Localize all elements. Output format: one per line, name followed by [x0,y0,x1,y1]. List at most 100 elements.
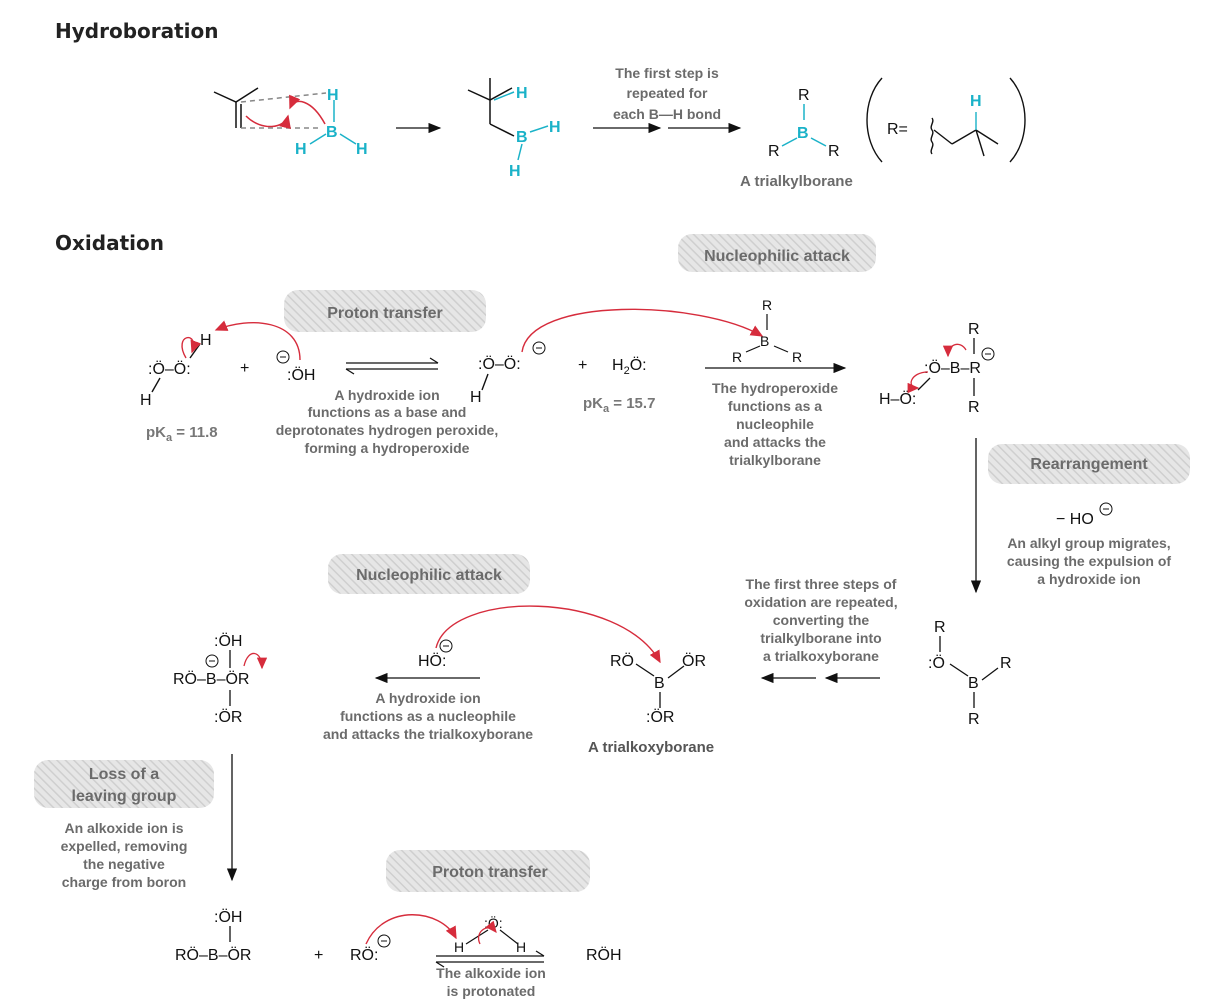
svg-text:+: + [240,360,249,377]
peroxyborate-intermediate: R :Ö–B–R R H–Ö: [879,321,995,416]
badge-nucleophilic-attack-1: Nucleophilic attack [678,234,876,272]
water-reagent: :Ö: H H [454,914,526,955]
svg-text:B: B [654,675,665,692]
svg-text::Ö: :Ö [928,654,945,672]
svg-text::Ö–B–R: :Ö–B–R [924,359,981,377]
svg-text::ÖR: :ÖR [646,708,674,726]
svg-text:H: H [327,87,339,104]
trialkylborane: R B R R [768,87,840,160]
svg-text:expelled, removing: expelled, removing [61,838,188,854]
svg-text::ÖH: :ÖH [214,908,242,926]
svg-text:B: B [760,333,769,349]
svg-text:and attacks the: and attacks the [724,434,826,450]
svg-text:H–Ö:: H–Ö: [879,390,916,408]
hydroxide-nucleophile: HÖ: [418,605,661,670]
svg-text:The hydroperoxide: The hydroperoxide [712,380,838,396]
svg-text::ÖH: :ÖH [214,632,242,650]
svg-text:A hydroxide ion: A hydroxide ion [334,387,439,403]
dialkoxyborane-product: :ÖH RÖ–B–ÖR [175,908,251,964]
svg-text:Proton transfer: Proton transfer [327,305,443,322]
svg-text:RÖ–B–ÖR: RÖ–B–ÖR [173,670,249,688]
svg-text:R: R [1000,655,1012,672]
svg-text:B: B [968,675,979,692]
svg-text:trialkylborane into: trialkylborane into [760,630,881,646]
equilibrium-arrow [345,357,439,375]
svg-text:R: R [768,143,780,160]
svg-text:The first three steps of: The first three steps of [746,576,897,592]
r-definition [866,77,1026,163]
svg-text:each B—H bond: each B—H bond [613,106,721,122]
trialkoxyborane: RÖ B ÖR :ÖR [610,652,706,726]
svg-text:RÖ:: RÖ: [350,946,378,964]
badge-rearrangement: Rearrangement [988,444,1190,484]
svg-text::ÖR: :ÖR [214,708,242,726]
svg-text:is protonated: is protonated [447,983,536,999]
svg-text:repeated for: repeated for [627,85,708,101]
tetraalkoxyborate: :ÖH RÖ–B–ÖR :ÖR [173,632,268,726]
svg-text:H: H [470,389,482,406]
pka-water: pKa = 15.7 [583,395,655,415]
trialkoxyborane-label: A trialkoxyborane [588,739,714,756]
svg-text:H: H [356,141,368,158]
svg-text:functions as a base and: functions as a base and [308,404,467,420]
svg-text:Nucleophilic attack: Nucleophilic attack [704,248,850,265]
svg-text:A hydroxide ion: A hydroxide ion [375,690,480,706]
svg-text:B: B [797,125,809,142]
badge-proton-transfer-1: Proton transfer [284,290,486,332]
svg-text:and attacks the trialkoxyboran: and attacks the trialkoxyborane [323,726,533,742]
equilibrium-arrow [435,950,545,968]
svg-text::Ö–Ö:: :Ö–Ö: [148,360,191,378]
svg-text:Nucleophilic attack: Nucleophilic attack [356,567,502,584]
svg-text:H: H [970,93,982,110]
water: H2Ö: [612,356,647,377]
pka-h2o2: pKa = 11.8 [146,424,218,444]
svg-text:trialkylborane: trialkylborane [729,452,821,468]
alkene-borane-reactant [213,87,357,145]
svg-text:H: H [509,163,521,180]
svg-text:H: H [549,119,561,136]
svg-text:H: H [516,85,528,102]
svg-text:RÖ: RÖ [610,652,634,670]
alkylborane-intermediate [467,78,549,161]
svg-text:charge from boron: charge from boron [62,874,186,890]
svg-text:R: R [792,349,802,365]
hydrogen-peroxide: :Ö–Ö: H H [140,332,212,409]
svg-text:deprotonates hydrogen peroxide: deprotonates hydrogen peroxide, [276,422,498,438]
svg-text:R: R [968,399,980,416]
svg-text:converting the: converting the [773,612,870,628]
deprotonate-caption: A hydroxide ion functions as a base and … [276,387,498,456]
svg-text:R: R [732,349,742,365]
migrate-caption: An alkyl group migrates, causing the exp… [1007,535,1171,587]
svg-text:+: + [578,357,587,374]
svg-text:H: H [516,939,526,955]
svg-text:H: H [295,141,307,158]
svg-text:Loss of a: Loss of a [89,766,159,783]
alcohol-product: RÖH [586,946,622,964]
svg-text:HÖ:: HÖ: [418,652,446,670]
hydroxide-nuc-caption: A hydroxide ion functions as a nucleophi… [323,690,533,742]
first-step-caption: The first step is repeated for each B—H … [613,65,721,122]
svg-text:B: B [326,124,338,141]
svg-text:H: H [140,392,152,409]
svg-text:An alkyl group migrates,: An alkyl group migrates, [1007,535,1170,551]
svg-text:R: R [762,297,772,313]
trialkylborane-reagent: R B R R [732,297,802,365]
svg-text:leaving group: leaving group [72,788,177,805]
svg-text:causing the expulsion of: causing the expulsion of [1007,553,1171,569]
expel-caption: An alkoxide ion is expelled, removing th… [61,820,188,890]
svg-text:a hydroxide ion: a hydroxide ion [1037,571,1140,587]
svg-text::ÖH: :ÖH [287,366,315,384]
svg-text:The alkoxide ion: The alkoxide ion [436,965,546,981]
svg-text::Ö–Ö:: :Ö–Ö: [478,355,521,373]
svg-text:a trialkoxyborane: a trialkoxyborane [763,648,879,664]
svg-text:RÖ–B–ÖR: RÖ–B–ÖR [175,946,251,964]
svg-text:R: R [934,619,946,636]
svg-text:R: R [798,87,810,104]
hydroboration-title: Hydroboration [55,19,219,43]
hydroperoxide-anion: :Ö–Ö: H [470,308,764,406]
svg-text:ÖR: ÖR [682,652,706,670]
hydroxide-ion: :ÖH [214,320,315,384]
svg-text:R: R [828,143,840,160]
r-equals: R= [887,121,908,138]
